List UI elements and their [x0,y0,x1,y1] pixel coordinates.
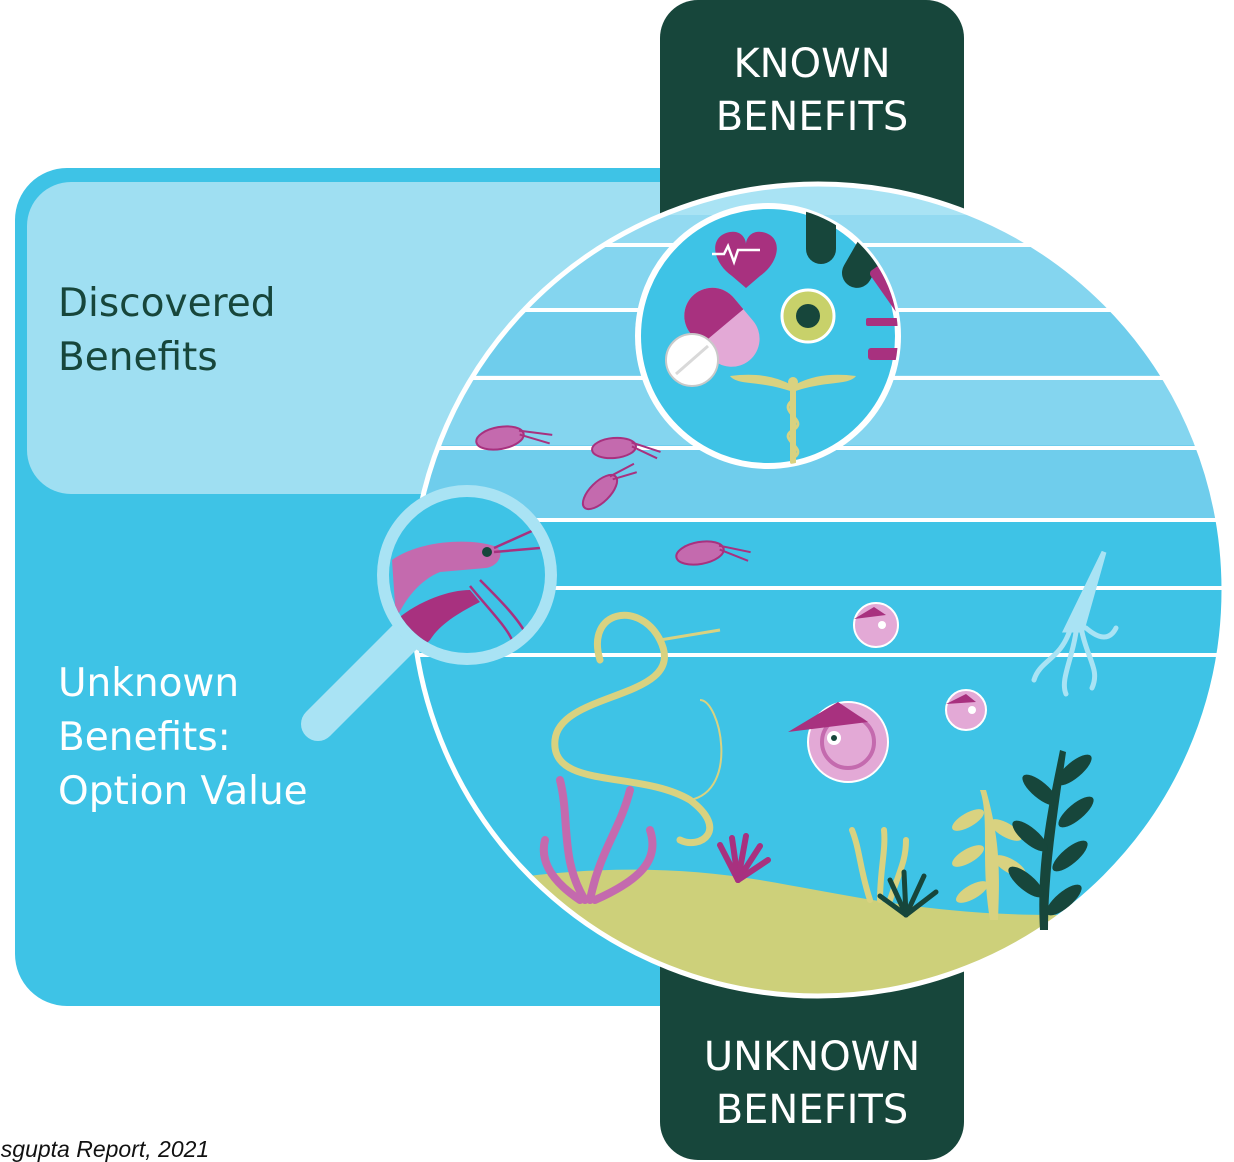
seaweed-group [539,750,1094,930]
dark-fern [1008,750,1094,930]
shrimp-group [475,425,751,566]
unknown-label-line2: BENEFITS [716,1087,909,1133]
discovered-label-line1: Discovered [58,281,276,326]
pink-seaweed [539,776,657,904]
unknown-label-line1: UNKNOWN [704,1034,920,1080]
option-label-line3: Option Value [58,769,308,814]
discovered-label-line2: Benefits [58,335,218,380]
shrimp [581,462,638,511]
medicine-lens [635,203,901,469]
nautilus [945,689,987,731]
shrimp [591,436,661,460]
squid [1031,550,1119,697]
nautilus [853,602,899,648]
option-label-line2: Benefits: [58,715,231,760]
eel-tail [659,628,721,642]
yellow-reeds [849,827,909,903]
shrimp [675,540,751,566]
heart-icon [715,231,777,288]
nautilus-group [788,602,987,783]
source-caption: asgupta Report, 2021 [0,1136,210,1162]
known-label-line1: KNOWN [733,41,890,87]
eel-whisker [689,699,723,801]
known-label-line2: BENEFITS [716,94,909,140]
option-label-line1: Unknown [58,661,239,706]
nautilus [788,701,889,783]
dark-coral [877,869,939,918]
shrimp [475,425,553,451]
coral [717,833,771,883]
eel [551,611,714,847]
magnifying-glass-icon [301,485,557,741]
